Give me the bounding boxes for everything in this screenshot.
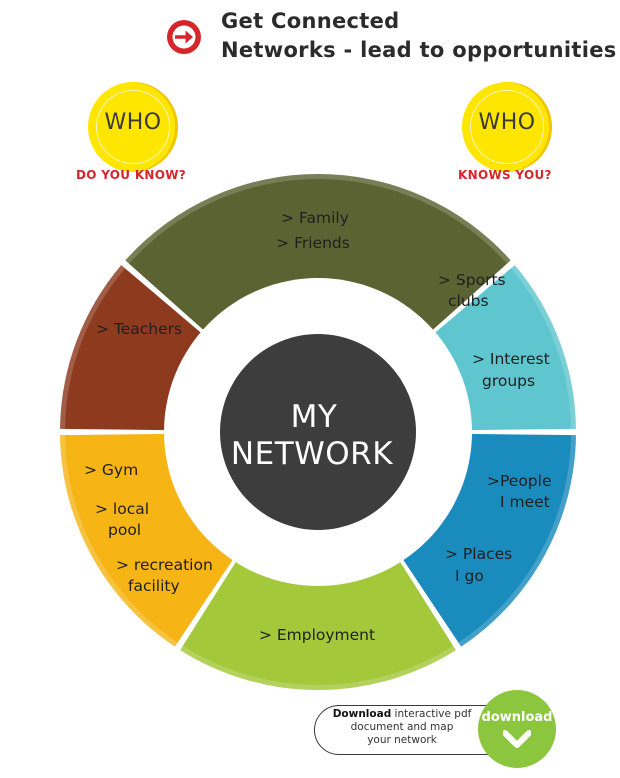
- segment-lower-left: [60, 433, 235, 647]
- header-title: Get Connected: [221, 9, 400, 33]
- label-teachers: > Teachers: [96, 320, 182, 338]
- segment-rim: [180, 645, 456, 691]
- who-right-label: WHO: [478, 110, 536, 135]
- label-gym: > Gym: [84, 461, 138, 479]
- label-facility: facility: [128, 577, 180, 595]
- download-button-label: download: [481, 710, 553, 725]
- label-clubs: clubs: [448, 292, 489, 310]
- segment-rim: [125, 174, 511, 264]
- who-do-you-know-badge: WHO: [88, 82, 178, 172]
- arrow-right-circle-icon: [167, 20, 201, 54]
- segment-upper-right: [432, 265, 576, 431]
- chevron-down-icon: [503, 730, 531, 748]
- segment-upper-left: [60, 265, 204, 431]
- label-pool: pool: [108, 521, 141, 539]
- label-sports: > Sports: [438, 271, 506, 289]
- segment-top: [125, 174, 511, 333]
- label-groups: groups: [482, 372, 535, 390]
- center-circle: [220, 334, 416, 530]
- who-knows-you-badge: WHO: [462, 82, 552, 172]
- label-i-meet: I meet: [500, 493, 550, 511]
- center-line1: MY: [291, 399, 338, 435]
- who-left-label: WHO: [104, 110, 162, 135]
- who-right-subtitle: KNOWS YOU?: [458, 168, 552, 182]
- header: Get Connected Networks - lead to opportu…: [165, 8, 617, 68]
- header-subtitle: Networks - lead to opportunities: [221, 38, 617, 62]
- label-recreation: > recreation: [116, 556, 213, 574]
- label-people: >People: [487, 472, 551, 490]
- who-left-subtitle: DO YOU KNOW?: [76, 168, 187, 182]
- segment-lower-right: [401, 433, 576, 647]
- label-friends: > Friends: [276, 234, 350, 252]
- download-info-text: Download interactive pdf document and ma…: [332, 708, 472, 746]
- label-interest: > Interest: [472, 350, 550, 368]
- download-button[interactable]: download: [478, 690, 556, 768]
- segment-bottom: [180, 558, 456, 691]
- label-family: > Family: [281, 209, 349, 227]
- label-local: > local: [95, 500, 149, 518]
- label-places: > Places: [445, 545, 512, 563]
- center-line2: NETWORK: [231, 436, 393, 472]
- label-employment: > Employment: [259, 626, 375, 644]
- label-i-go: I go: [455, 567, 484, 585]
